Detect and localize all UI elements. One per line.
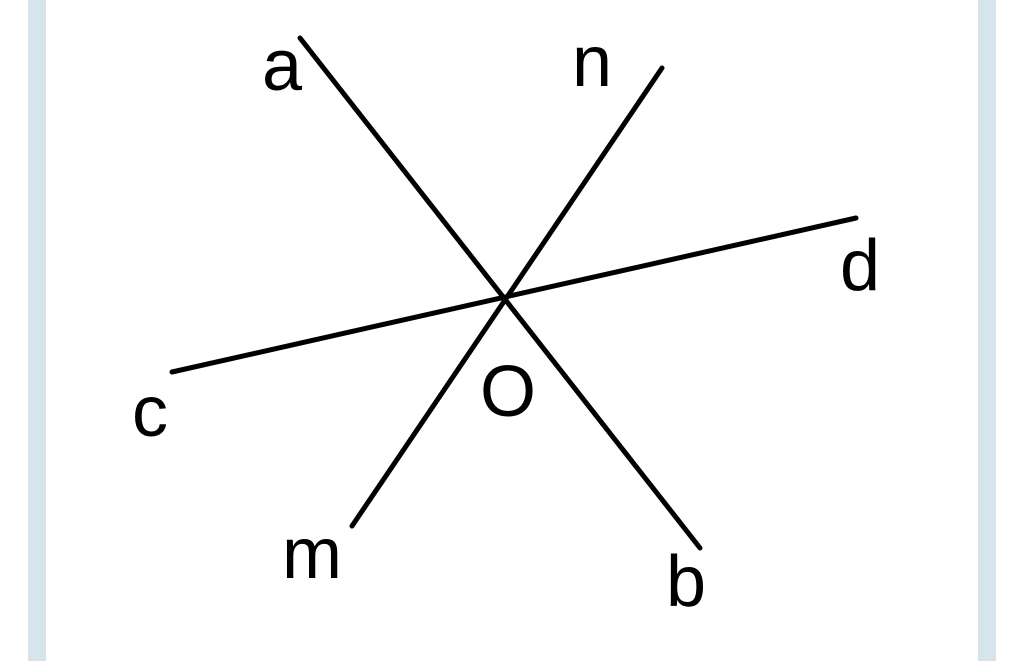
line-ab (297, 35, 703, 551)
label-m: m (282, 514, 342, 594)
label-a: a (262, 26, 303, 106)
label-o: O (480, 352, 536, 432)
label-b: b (666, 542, 706, 622)
label-d: d (840, 226, 880, 306)
label-n: n (572, 22, 612, 102)
left-border-strip (28, 0, 46, 661)
label-c: c (132, 372, 168, 452)
right-border-strip (978, 0, 996, 661)
line-cd (169, 215, 859, 375)
